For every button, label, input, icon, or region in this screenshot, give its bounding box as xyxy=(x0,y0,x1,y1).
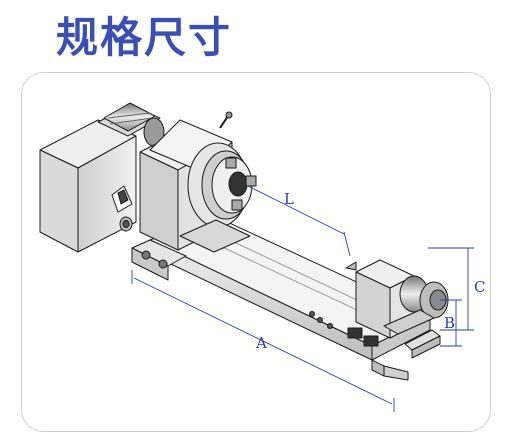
dimension-label-b: B xyxy=(444,314,455,332)
tailstock xyxy=(309,259,449,347)
motor xyxy=(97,102,165,147)
left-clamp xyxy=(131,239,187,281)
dimension-label-c: C xyxy=(474,278,485,296)
dimension-label-l: L xyxy=(284,190,294,208)
chuck xyxy=(179,142,257,253)
dimension-label-a: A xyxy=(255,334,267,352)
control-box xyxy=(39,119,137,253)
page-title: 规格尺寸 xyxy=(56,13,233,62)
dimension-line-a xyxy=(133,277,393,405)
dimension-lines xyxy=(131,185,474,412)
dimension-line-l xyxy=(247,185,345,235)
